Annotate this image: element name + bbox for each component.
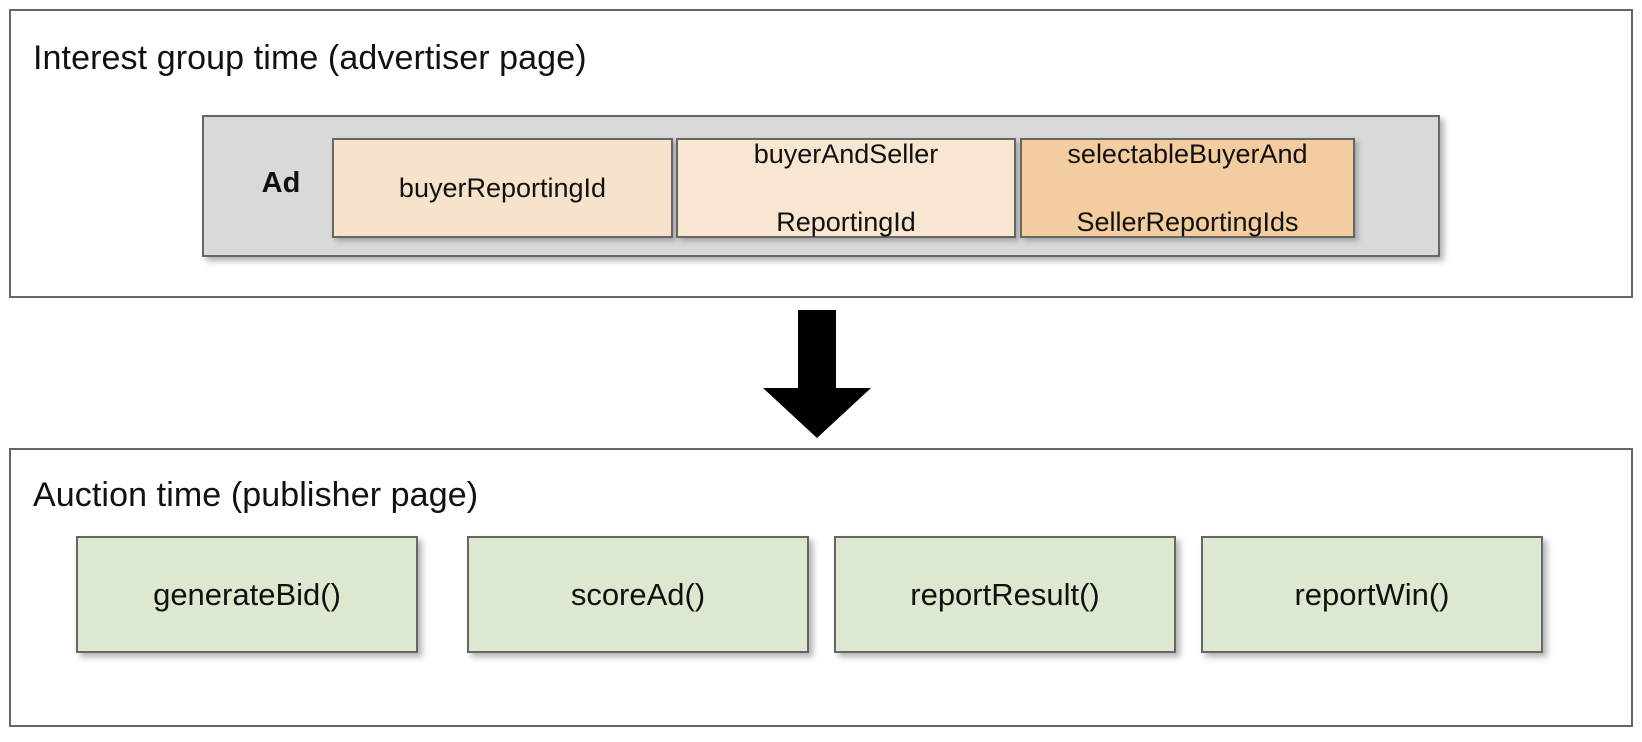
function-label: reportWin() — [1294, 576, 1450, 612]
function-box-score-ad: scoreAd() — [467, 536, 809, 653]
publisher-panel: Auction time (publisher page) generateBi… — [9, 448, 1633, 727]
reporting-id-box-buyer-and-seller-reporting-id: buyerAndSeller ReportingId — [676, 138, 1016, 238]
advertiser-panel: Interest group time (advertiser page) Ad… — [9, 9, 1633, 298]
advertiser-panel-title: Interest group time (advertiser page) — [33, 39, 587, 77]
reporting-id-label: buyerAndSeller ReportingId — [734, 137, 959, 239]
reporting-id-label-line-2: ReportingId — [776, 207, 916, 237]
reporting-id-label-line-1: buyerAndSeller — [753, 139, 939, 169]
function-label: scoreAd() — [570, 576, 706, 612]
function-label: generateBid() — [153, 576, 341, 612]
ad-label: Ad — [261, 167, 301, 199]
function-box-report-win: reportWin() — [1201, 536, 1543, 653]
function-label: reportResult() — [910, 576, 1100, 612]
reporting-id-box-buyer-reporting-id: buyerReportingId — [332, 138, 673, 238]
function-box-report-result: reportResult() — [834, 536, 1176, 653]
reporting-id-label: selectableBuyerAnd SellerReportingIds — [1047, 137, 1327, 239]
reporting-id-label-line-2: SellerReportingIds — [1076, 207, 1299, 237]
down-arrow-icon — [763, 310, 871, 438]
reporting-id-label: buyerReportingId — [398, 173, 607, 203]
reporting-id-box-selectable-buyer-and-seller-reporting-ids: selectableBuyerAnd SellerReportingIds — [1020, 138, 1355, 238]
function-box-generate-bid: generateBid() — [76, 536, 418, 653]
reporting-id-label-line-1: selectableBuyerAnd — [1067, 139, 1308, 169]
publisher-panel-title: Auction time (publisher page) — [33, 476, 479, 514]
ad-container: Ad buyerReportingId buyerAndSeller Repor… — [202, 115, 1440, 257]
